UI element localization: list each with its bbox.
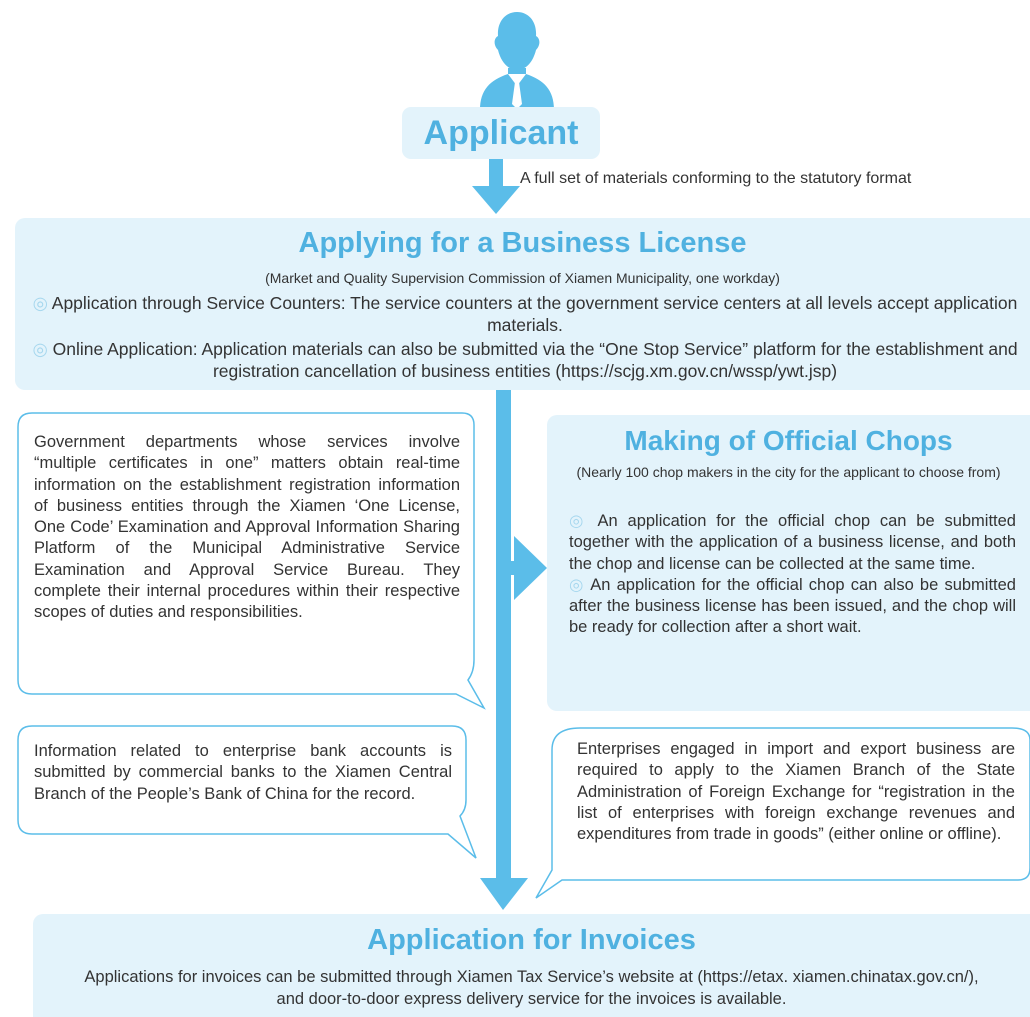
government-bubble-text: Government departments whose services in… xyxy=(34,433,460,622)
applicant-label: Applicant xyxy=(423,113,579,152)
bullet-ring-icon: ◎ xyxy=(569,575,585,594)
applicant-box: Applicant xyxy=(402,107,600,159)
bullet-ring-icon: ◎ xyxy=(32,339,48,359)
chop-option-after: ◎ An application for the official chop c… xyxy=(569,575,1016,639)
invoices-title: Application for Invoices xyxy=(367,924,696,956)
invoices-panel: Application for Invoices Applications fo… xyxy=(33,914,1030,1017)
down-arrow-icon xyxy=(472,158,520,214)
main-flow-arrow xyxy=(480,390,528,910)
invoices-text: Applications for invoices can be submitt… xyxy=(84,968,979,1008)
official-chops-items: ◎ An application for the official chop c… xyxy=(569,511,1016,639)
business-license-subtitle: (Market and Quality Supervision Commissi… xyxy=(265,270,780,286)
bullet-ring-icon: ◎ xyxy=(32,293,48,313)
license-option-online: ◎ Online Application: Application materi… xyxy=(25,338,1025,382)
business-license-panel: Applying for a Business License (Market … xyxy=(15,218,1030,390)
business-license-title: Applying for a Business License xyxy=(298,227,747,259)
official-chops-title: Making of Official Chops xyxy=(624,425,953,456)
materials-note: A full set of materials conforming to th… xyxy=(520,170,912,187)
chop-option-together: ◎ An application for the official chop c… xyxy=(569,511,1016,575)
license-option-online-text: Online Application: Application material… xyxy=(52,339,1018,381)
bullet-ring-icon: ◎ xyxy=(569,512,589,530)
license-option-counter: ◎ Application through Service Counters: … xyxy=(25,292,1025,336)
forex-bubble-text: Enterprises engaged in import and export… xyxy=(577,740,1015,844)
official-chops-subtitle: (Nearly 100 chop makers in the city for … xyxy=(576,464,1001,480)
chop-option-together-text: An application for the official chop can… xyxy=(569,512,1016,573)
chop-option-after-text: An application for the official chop can… xyxy=(569,575,1016,637)
official-chops-panel: Making of Official Chops (Nearly 100 cho… xyxy=(547,415,1030,711)
person-silhouette-icon xyxy=(480,12,554,110)
right-arrow-icon xyxy=(509,536,547,600)
license-option-counter-text: Application through Service Counters: Th… xyxy=(51,293,1018,335)
bank-bubble-text: Information related to enterprise bank a… xyxy=(34,742,452,803)
